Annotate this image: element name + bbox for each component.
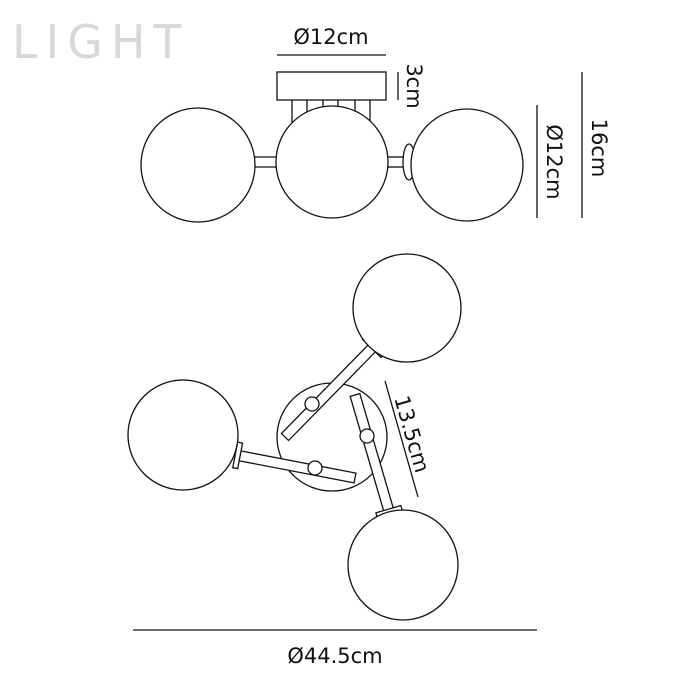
arm-bottom-joint <box>359 428 375 444</box>
arm-left <box>231 441 357 484</box>
canopy-stems <box>291 100 371 122</box>
globe-diameter-label: Ø12cm <box>542 124 566 199</box>
globe-bottom <box>347 509 459 621</box>
left-globe <box>140 107 256 223</box>
center-globe <box>275 105 389 219</box>
canopy-diameter-label: Ø12cm <box>293 25 368 49</box>
canopy <box>276 71 387 101</box>
canopy-height-label: 3cm <box>402 63 426 108</box>
watermark: LIGHT <box>12 15 190 69</box>
total-height-label: 16cm <box>587 119 611 178</box>
arm-length-line <box>384 380 419 498</box>
arm-left-joint <box>307 460 323 476</box>
globe-left <box>127 379 239 491</box>
arm-length-label: 13.5cm <box>389 393 434 475</box>
side-view: Ø12cm 3cm Ø12cm 16cm <box>140 25 611 223</box>
top-view: 13.5cm Ø44.5cm <box>127 253 537 668</box>
globe-top <box>352 253 462 363</box>
overall-diameter-label: Ø44.5cm <box>287 644 382 668</box>
arm-top-joint <box>304 396 320 412</box>
right-globe <box>410 108 524 222</box>
